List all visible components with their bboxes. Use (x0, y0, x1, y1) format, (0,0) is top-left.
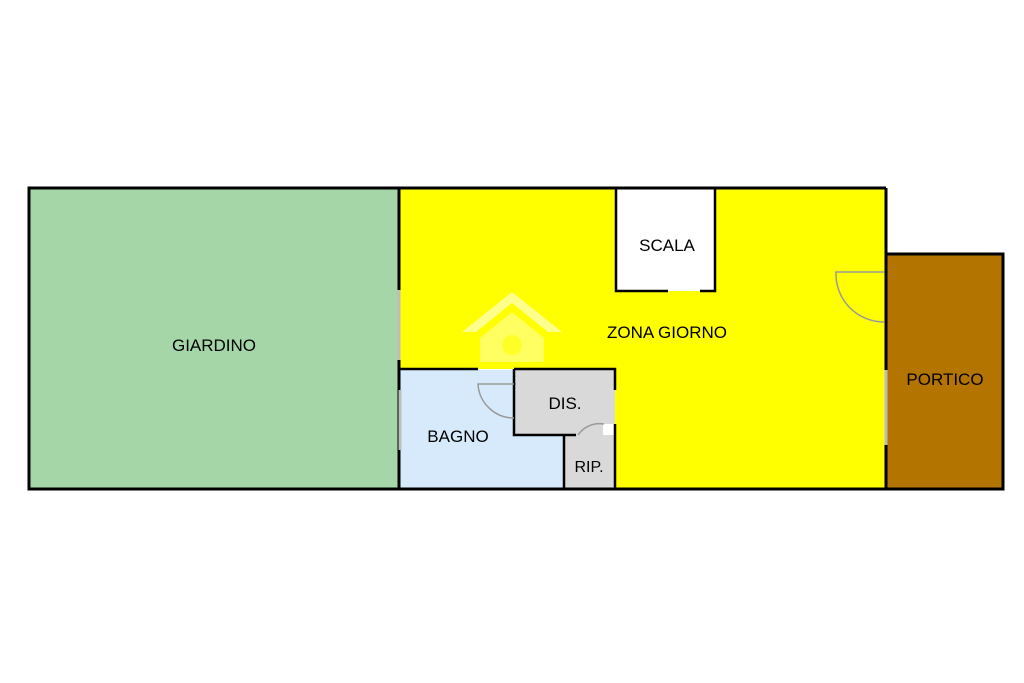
watermark-logo (462, 292, 562, 362)
portico-label: PORTICO (906, 370, 983, 389)
dis-top-wall (514, 367, 617, 390)
scala-area (616, 189, 715, 291)
giardino-label: GIARDINO (172, 336, 256, 355)
giardino-area (29, 188, 399, 489)
dis-area (514, 370, 615, 435)
door-entrance (835, 271, 885, 323)
rip-area (564, 435, 615, 489)
bagno-label: BAGNO (427, 427, 488, 446)
scala-walls-right (700, 188, 717, 293)
zona-giorno-label: ZONA GIORNO (607, 323, 727, 342)
scala-walls (614, 188, 668, 293)
door-rip (577, 422, 605, 436)
portico-area (886, 254, 1003, 489)
scala-label: SCALA (639, 236, 695, 255)
bagno-area (400, 370, 564, 489)
rip-label: RIP. (574, 459, 603, 476)
door-bagno (477, 383, 515, 419)
dis-label: DIS. (548, 394, 581, 413)
bagno-dis-wall (512, 383, 576, 437)
zona-giorno-area (399, 188, 886, 489)
